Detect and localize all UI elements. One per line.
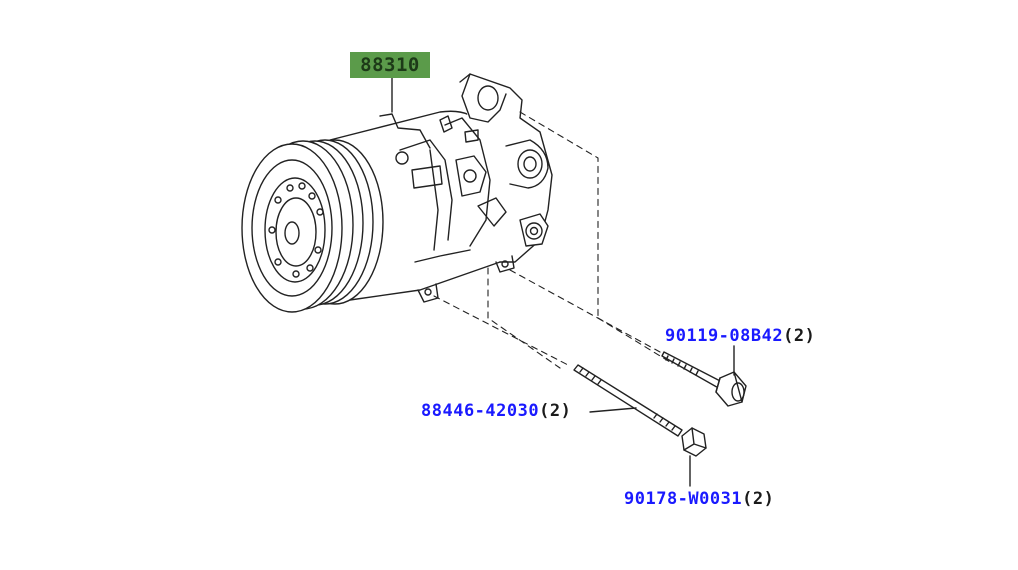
- callout-stud: 88446-42030(2): [421, 401, 571, 421]
- stud-leader: [589, 407, 637, 413]
- callout-nut: 90178-W0031(2): [624, 489, 774, 509]
- compressor-illustration: [241, 73, 553, 313]
- nut-illustration: [681, 427, 707, 457]
- part-link-nut[interactable]: 90178-W0031: [624, 489, 743, 509]
- quantity-nut: (2): [742, 489, 775, 509]
- main-part-number-compressor[interactable]: 88310: [350, 52, 430, 78]
- quantity-stud: (2): [539, 401, 572, 421]
- callout-bolt: 90119-08B42(2): [665, 326, 815, 346]
- part-link-bolt[interactable]: 90119-08B42: [665, 326, 784, 346]
- mounting-guide-lines: [433, 111, 671, 369]
- stud-illustration: [573, 364, 683, 437]
- quantity-bolt: (2): [783, 326, 816, 346]
- part-link-stud[interactable]: 88446-42030: [421, 401, 540, 421]
